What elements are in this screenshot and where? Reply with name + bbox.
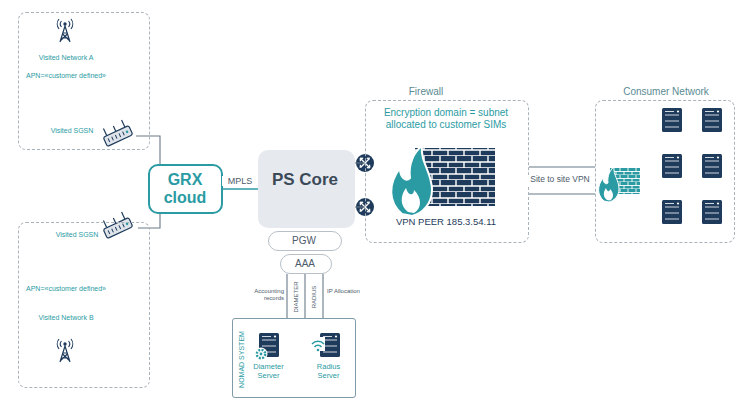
node-text: APN=«customer defined» [19, 285, 113, 293]
aaa-pill: AAA [280, 254, 332, 274]
node-text: NOMAD SYSTEM [237, 330, 246, 390]
node-text: Visited Network B [21, 314, 111, 322]
node-text: VPN PEER 185.3.54.11 [366, 217, 526, 228]
node-text: Visited SGSN [46, 231, 108, 239]
firewall-region: FirewallEncryption domain = subnet alloc… [365, 100, 529, 243]
connector [223, 188, 258, 190]
network-region: Visited Network A APN=«customer defined» V… [18, 12, 150, 150]
connector [529, 193, 595, 194]
connector [138, 214, 160, 228]
node-text: PS Core [258, 170, 352, 190]
connector [355, 206, 365, 207]
node-text: Consumer Network [596, 86, 736, 98]
network-region: Consumer Network [595, 100, 735, 243]
node-text: Firewall [366, 86, 486, 98]
sgsn-router: Visited SGSN [41, 121, 136, 149]
connector [286, 274, 287, 318]
connector [355, 162, 365, 163]
server-node: Radius Server [306, 329, 354, 391]
connector [322, 274, 323, 318]
server-node: Diameter Server [246, 329, 294, 391]
node-text: Radius Server [306, 363, 351, 380]
node-text: GRX cloud [150, 171, 220, 208]
connector-label: Site to site VPN [525, 175, 595, 185]
signal-label: IP Allocation [327, 288, 369, 295]
node-text: APN=«customer defined» [19, 72, 113, 80]
connector-label: Accounting records [244, 288, 284, 302]
connector-label: MPLS [222, 176, 258, 186]
node-text: Visited SGSN [41, 127, 103, 135]
connector-label: RADIUS [310, 277, 318, 317]
pgw-pill: PGW [268, 231, 342, 251]
node-text: Visited Network A [21, 54, 111, 62]
node-text: Diameter Server [246, 363, 291, 380]
node-text: PGW [269, 235, 339, 247]
connector [136, 136, 160, 164]
connector [304, 274, 305, 318]
grx-cloud-box: GRX cloud [148, 164, 223, 214]
node-text: Encryption domain = subnet allocated to … [376, 107, 516, 130]
system-box: NOMAD SYSTEMDiameter Server Radius Server [232, 318, 356, 398]
node-text: AAA [281, 258, 329, 270]
core-box: PS Core [258, 150, 355, 228]
sgsn-router: Visited SGSN [46, 219, 138, 245]
connector-label: DIAMETER [292, 277, 300, 317]
network-region: APN=«customer defined» Visited Network B V… [18, 222, 150, 388]
connector [529, 166, 595, 167]
